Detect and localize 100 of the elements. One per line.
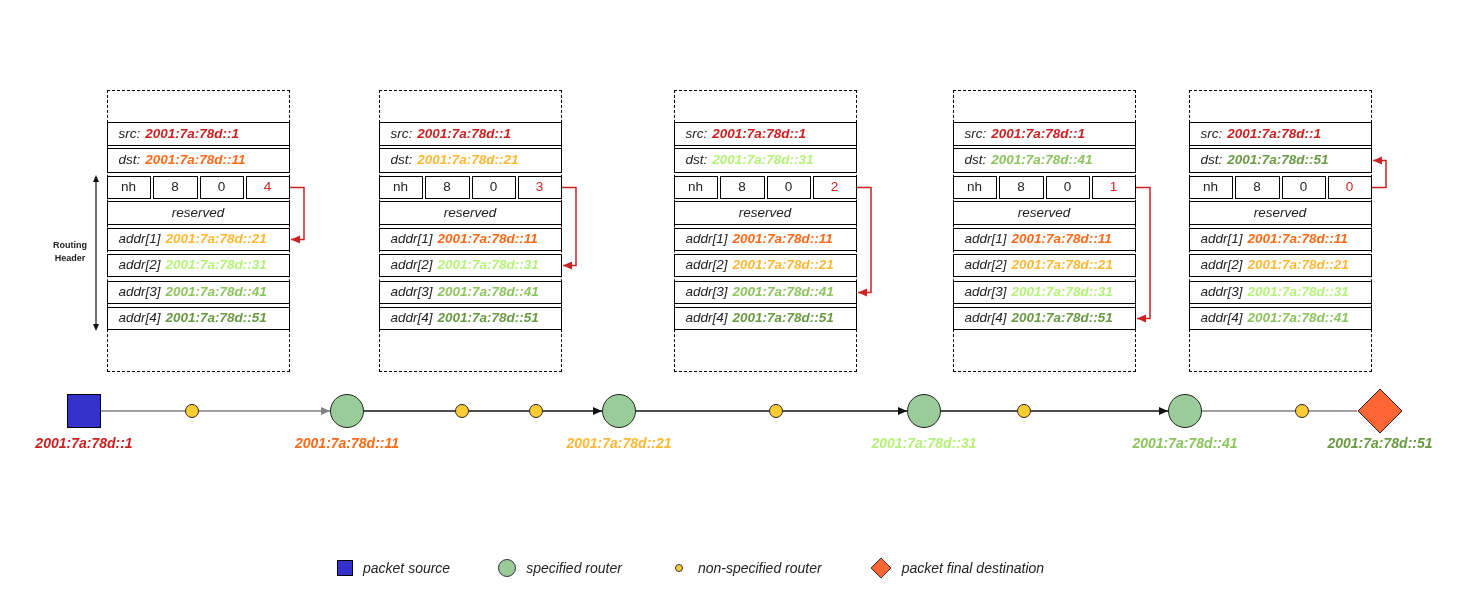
packet-frame [953, 90, 1136, 372]
legend-label: packet final destination [901, 558, 1045, 578]
address-value: 2001:7a:78d::51 [1011, 311, 1113, 325]
field-name: addr[4] [118, 311, 161, 325]
header-field: 8 [424, 175, 470, 199]
header-field [378, 253, 562, 277]
address-value: 2001:7a:78d::1 [991, 126, 1086, 141]
header-field [378, 121, 562, 146]
header-field [378, 306, 562, 330]
address-value: 2001:7a:78d::1 [417, 126, 512, 141]
address-caption: 2001:7a:78d::51 [1327, 434, 1433, 453]
field-name: dst: [1200, 153, 1223, 167]
address-value: 2001:7a:78d::21 [1011, 258, 1113, 272]
address-caption: 2001:7a:78d::11 [295, 434, 399, 453]
arrow [1371, 156, 1387, 189]
address-value: 2001:7a:78d::11 [732, 232, 833, 246]
address-value: 2001:7a:78d::1 [145, 126, 240, 141]
arrow [289, 186, 305, 244]
legend-label: specified router [526, 558, 622, 578]
header-field: 8 [152, 175, 198, 199]
address-value: 2001:7a:78d::21 [417, 153, 519, 167]
field-name: addr[2] [964, 258, 1007, 272]
header-field: 0 [766, 175, 811, 199]
address-value: 2001:7a:78d::31 [165, 258, 267, 272]
header-field [673, 280, 857, 304]
address-value: 2001:7a:78d::41 [437, 285, 539, 299]
address-value: 2001:7a:78d::21 [165, 232, 267, 246]
field-name: dst: [685, 153, 708, 167]
destination-diamond [1357, 388, 1403, 434]
link-line [363, 410, 456, 412]
arrow [1135, 186, 1151, 323]
field-name: addr[1] [390, 232, 433, 246]
header-field [952, 147, 1136, 173]
field-name: addr[3] [964, 285, 1007, 299]
field-name: dst: [964, 153, 987, 167]
header-field: 8 [998, 175, 1044, 199]
header-field: nh [1188, 175, 1233, 199]
link-line [1308, 410, 1358, 412]
address-value: 2001:7a:78d::11 [145, 153, 246, 167]
address-value: 2001:7a:78d::31 [712, 153, 814, 167]
header-field [1188, 306, 1372, 330]
header-field: nh [952, 175, 997, 199]
header-field [673, 121, 857, 146]
packet-frame [1189, 90, 1372, 372]
source-square [67, 394, 101, 428]
address-value: 2001:7a:78d::31 [437, 258, 539, 272]
header-field [952, 227, 1136, 251]
address-value: 2001:7a:78d::11 [437, 232, 538, 246]
header-field: 0 [471, 175, 516, 199]
header-field [106, 227, 290, 251]
header-field [952, 280, 1136, 304]
address-value: 2001:7a:78d::41 [1247, 311, 1349, 325]
header-field: 1 [1091, 175, 1136, 199]
field-name: src: [1200, 126, 1223, 141]
address-value: 2001:7a:78d::1 [712, 126, 807, 141]
header-field: 8 [1234, 175, 1280, 199]
field-name: addr[3] [685, 285, 728, 299]
field-name: addr[3] [390, 285, 433, 299]
address-value: 2001:7a:78d::51 [732, 311, 834, 325]
header-field: nh [673, 175, 718, 199]
header-field: 0 [1281, 175, 1326, 199]
header-field [673, 147, 857, 173]
link-line [635, 410, 770, 412]
field-name: addr[1] [685, 232, 728, 246]
address-caption: 2001:7a:78d::1 [35, 434, 133, 453]
field-name: addr[1] [1200, 232, 1243, 246]
field-name: addr[1] [964, 232, 1007, 246]
header-field: nh [106, 175, 151, 199]
header-field [1188, 227, 1372, 251]
address-value: 2001:7a:78d::41 [991, 153, 1093, 167]
arrow [856, 186, 872, 297]
address-value: 2001:7a:78d::11 [1011, 232, 1112, 246]
header-field: nh [378, 175, 423, 199]
address-value: 2001:7a:78d::51 [437, 311, 539, 325]
header-field [673, 306, 857, 330]
field-name: addr[2] [685, 258, 728, 272]
packet-frame [379, 90, 562, 372]
legend-label: packet source [363, 558, 451, 578]
link-line [468, 410, 530, 412]
address-value: 2001:7a:78d::11 [1247, 232, 1348, 246]
address-value: 2001:7a:78d::31 [1011, 285, 1113, 299]
field-name: src: [685, 126, 708, 141]
header-field [106, 280, 290, 304]
header-field [952, 253, 1136, 277]
field-name: addr[1] [118, 232, 161, 246]
header-field [1188, 147, 1372, 173]
link-line [1201, 410, 1296, 412]
address-value: 2001:7a:78d::51 [1227, 153, 1329, 167]
field-name: addr[4] [1200, 311, 1243, 325]
field-name: addr[2] [118, 258, 161, 272]
packet-frame [107, 90, 290, 372]
header-field: 0 [1327, 175, 1372, 199]
header-field: reserved [106, 200, 290, 225]
address-caption: 2001:7a:78d::41 [1132, 434, 1238, 453]
field-name: dst: [390, 153, 413, 167]
section-label: Routing Header [52, 239, 88, 265]
header-field: 8 [719, 175, 765, 199]
field-name: addr[2] [390, 258, 433, 272]
arrow [198, 407, 331, 415]
header-field [952, 306, 1136, 330]
